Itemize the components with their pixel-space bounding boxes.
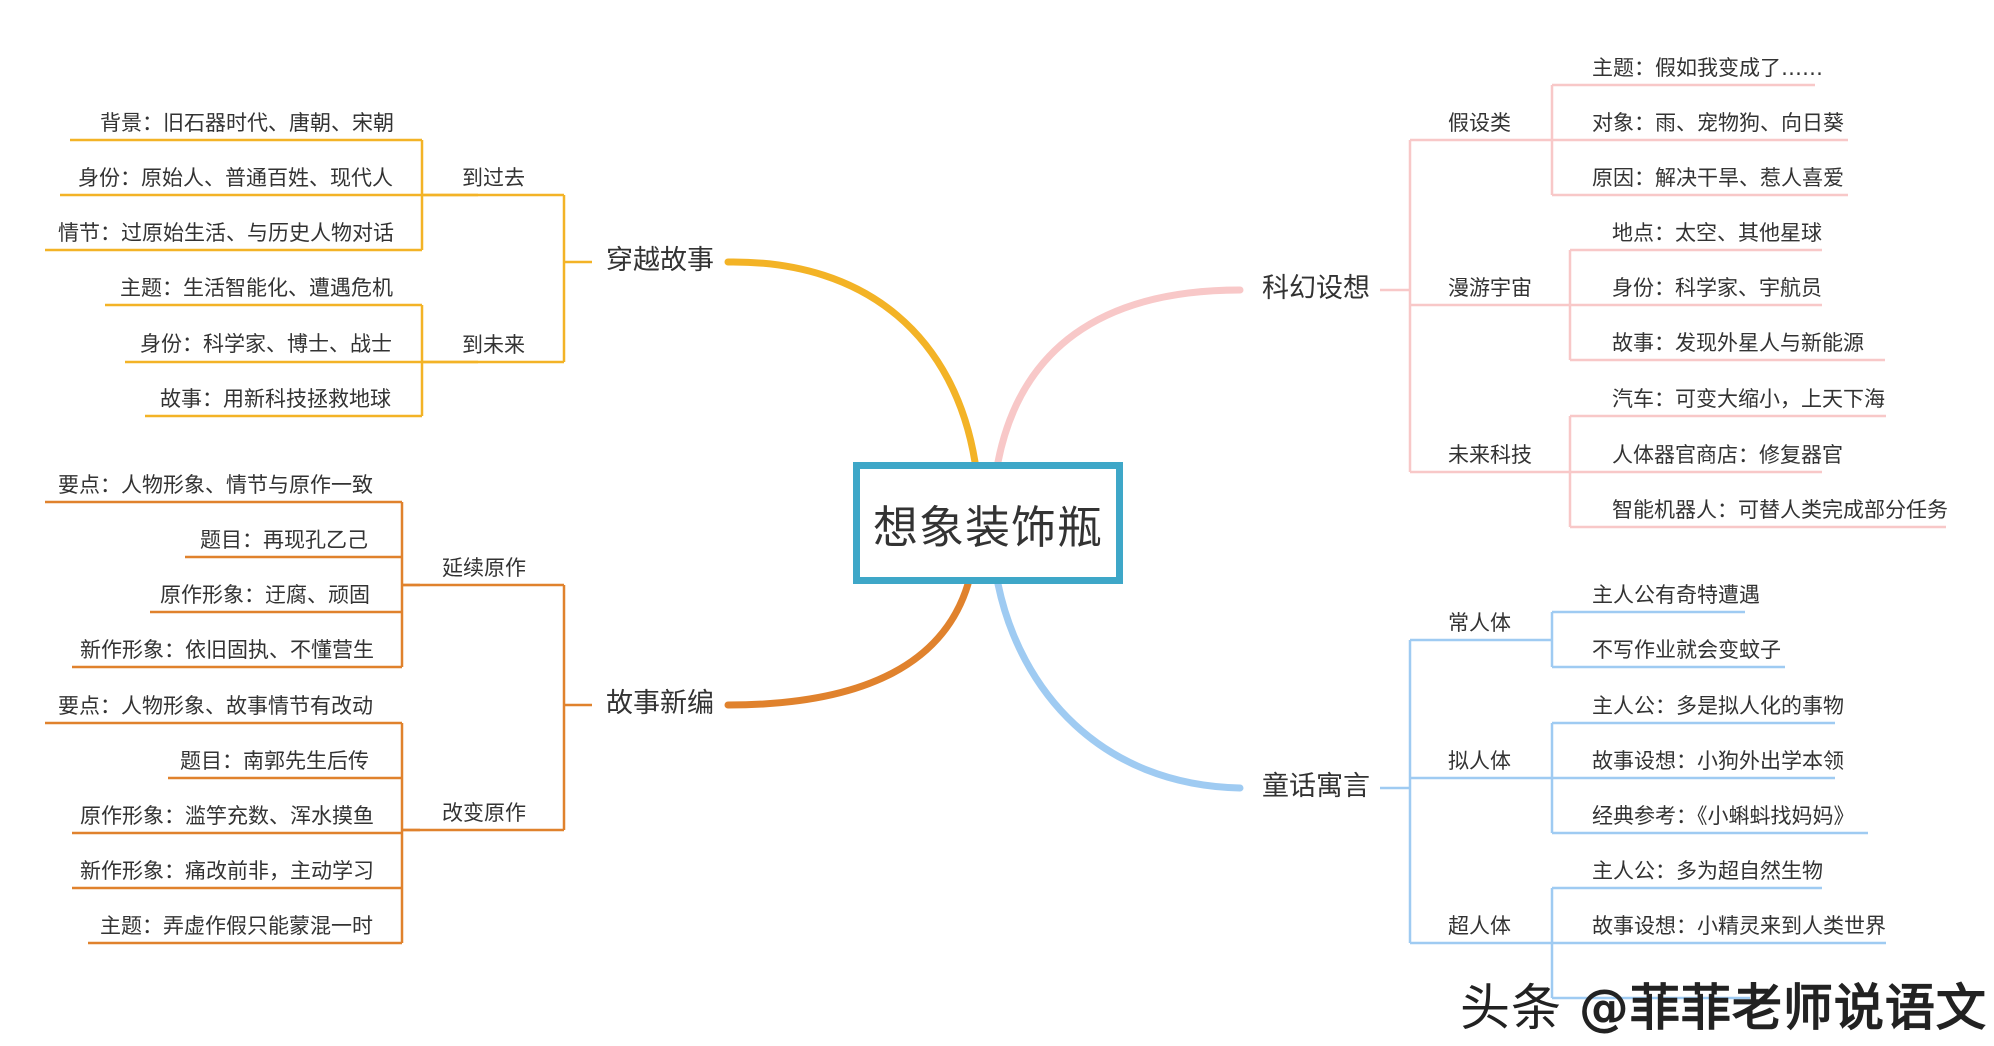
leaf-space-3[interactable]: 故事：发现外星人与新能源 (1612, 331, 1864, 355)
leaf-ordinary-1[interactable]: 主人公有奇特遭遇 (1592, 583, 1760, 607)
leaf-tech-1[interactable]: 汽车：可变大缩小，上天下海 (1612, 387, 1885, 411)
leaf-change-4[interactable]: 新作形象：痛改前非，主动学习 (80, 859, 374, 883)
connector-chuanyue-main (724, 258, 979, 466)
leaf-past-2[interactable]: 身份：原始人、普通百姓、现代人 (78, 166, 393, 190)
central-topic-label: 想象装饰瓶 (872, 500, 1103, 554)
leaf-hypothesis-1[interactable]: 主题：假如我变成了…… (1592, 56, 1823, 80)
subtopic-continue-original[interactable]: 延续原作 (442, 556, 526, 580)
branch-xinbian[interactable]: 故事新编 (606, 688, 714, 719)
connector-xinbian-main (724, 580, 972, 709)
subtopic-past[interactable]: 到过去 (462, 166, 525, 190)
watermark-prefix: 头条 (1460, 979, 1579, 1037)
leaf-continue-2[interactable]: 题目：再现孔乙己 (200, 528, 368, 552)
leaf-personified-3[interactable]: 经典参考：《小蝌蚪找妈妈》 (1592, 804, 1855, 828)
branch-chuanyue[interactable]: 穿越故事 (606, 245, 714, 276)
leaf-future-1[interactable]: 主题：生活智能化、遭遇危机 (120, 276, 393, 300)
connector-kehuan-main (994, 286, 1244, 466)
leaf-change-1[interactable]: 要点：人物形象、故事情节有改动 (58, 694, 373, 718)
branch-kehuan[interactable]: 科幻设想 (1262, 273, 1370, 304)
leaf-continue-4[interactable]: 新作形象：依旧固执、不懂营生 (80, 638, 374, 662)
leaf-superhuman-2[interactable]: 故事设想：小精灵来到人类世界 (1592, 914, 1886, 938)
leaf-change-2[interactable]: 题目：南郭先生后传 (180, 749, 369, 773)
subtopic-ordinary-person[interactable]: 常人体 (1448, 611, 1511, 635)
leaf-hypothesis-2[interactable]: 对象：雨、宠物狗、向日葵 (1592, 111, 1844, 135)
leaf-future-2[interactable]: 身份：科学家、博士、战士 (140, 332, 392, 356)
leaf-space-1[interactable]: 地点：太空、其他星球 (1612, 221, 1822, 245)
leaf-ordinary-2[interactable]: 不写作业就会变蚊子 (1592, 638, 1781, 662)
connector-tonghua-main (994, 580, 1244, 792)
subtopic-future-tech[interactable]: 未来科技 (1448, 443, 1532, 467)
subtopic-future[interactable]: 到未来 (462, 333, 525, 357)
leaf-personified-1[interactable]: 主人公：多是拟人化的事物 (1592, 694, 1844, 718)
subtopic-personified[interactable]: 拟人体 (1448, 749, 1511, 773)
subtopic-space-travel[interactable]: 漫游宇宙 (1448, 276, 1532, 300)
leaf-hypothesis-3[interactable]: 原因：解决干旱、惹人喜爱 (1592, 166, 1844, 190)
leaf-continue-1[interactable]: 要点：人物形象、情节与原作一致 (58, 473, 373, 497)
leaf-change-3[interactable]: 原作形象：滥竽充数、浑水摸鱼 (80, 804, 374, 828)
leaf-tech-3[interactable]: 智能机器人：可替人类完成部分任务 (1612, 498, 1948, 522)
subtopic-superhuman[interactable]: 超人体 (1448, 914, 1511, 938)
subtopic-change-original[interactable]: 改变原作 (442, 801, 526, 825)
leaf-space-2[interactable]: 身份：科学家、宇航员 (1612, 276, 1822, 300)
leaf-superhuman-1[interactable]: 主人公：多为超自然生物 (1592, 859, 1823, 883)
watermark-handle: @菲菲老师说语文 (1578, 979, 1987, 1037)
watermark: 头条 @菲菲老师说语文 (1460, 968, 1987, 1040)
central-topic[interactable]: 想象装饰瓶 (853, 462, 1123, 584)
leaf-continue-3[interactable]: 原作形象：迂腐、顽固 (160, 583, 370, 607)
leaf-change-5[interactable]: 主题：弄虚作假只能蒙混一时 (100, 914, 373, 938)
leaf-past-1[interactable]: 背景：旧石器时代、唐朝、宋朝 (100, 111, 394, 135)
leaf-future-3[interactable]: 故事：用新科技拯救地球 (160, 387, 391, 411)
leaf-past-3[interactable]: 情节：过原始生活、与历史人物对话 (58, 221, 394, 245)
subtopic-hypothesis[interactable]: 假设类 (1448, 111, 1511, 135)
leaf-personified-2[interactable]: 故事设想：小狗外出学本领 (1592, 749, 1844, 773)
leaf-tech-2[interactable]: 人体器官商店：修复器官 (1612, 443, 1843, 467)
branch-tonghua[interactable]: 童话寓言 (1262, 771, 1370, 802)
